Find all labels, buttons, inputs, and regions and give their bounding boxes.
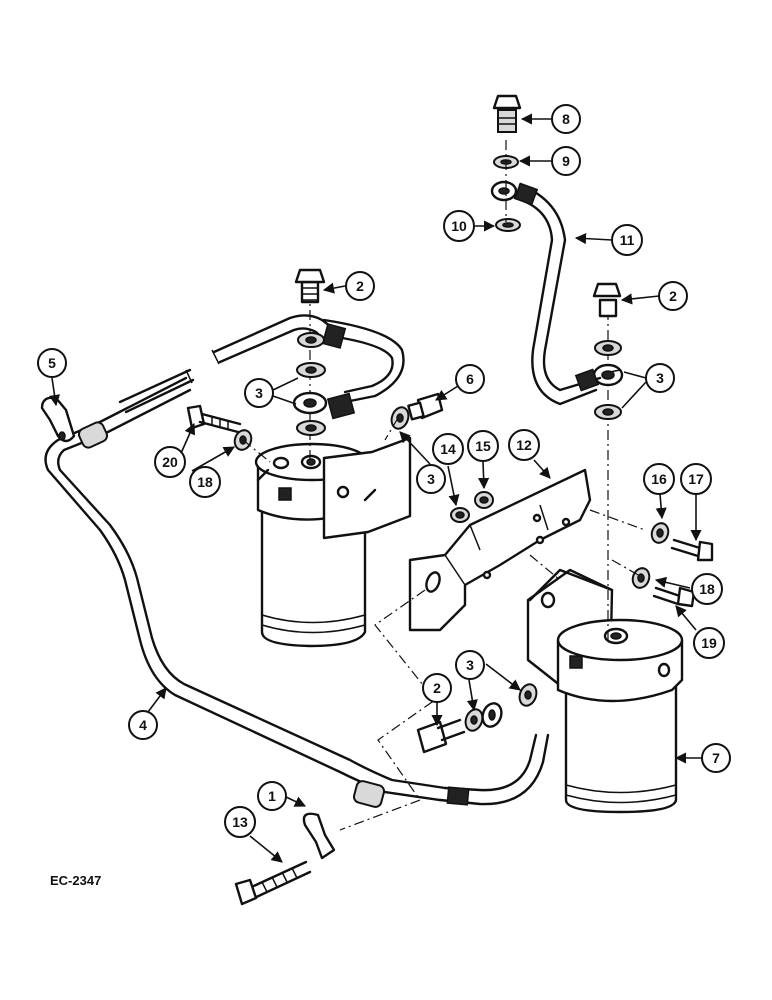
svg-text:20: 20 xyxy=(162,454,178,470)
svg-text:1: 1 xyxy=(268,788,276,804)
left-bolt-20 xyxy=(186,404,253,451)
plug-6 xyxy=(390,392,444,430)
callout-6: 6 xyxy=(455,364,485,394)
svg-text:19: 19 xyxy=(701,635,717,651)
callout-14: 14 xyxy=(432,433,464,465)
washers-14-15 xyxy=(450,491,494,523)
callout-2-lower: 2 xyxy=(422,673,452,703)
svg-text:15: 15 xyxy=(475,438,491,454)
svg-text:9: 9 xyxy=(562,153,570,169)
fuel-pipe xyxy=(44,376,550,808)
callout-2-left: 2 xyxy=(345,271,375,301)
callout-1: 1 xyxy=(257,781,287,811)
callout-3-left-port: 3 xyxy=(416,464,446,494)
pipe-clip-1 xyxy=(234,812,336,906)
svg-text:10: 10 xyxy=(451,218,467,234)
callout-3-right-stack: 3 xyxy=(645,363,675,393)
right-banjo-stack xyxy=(592,282,624,640)
callout-18-left: 18 xyxy=(189,466,221,498)
callout-7: 7 xyxy=(701,743,731,773)
right-bolts xyxy=(631,522,714,608)
callout-5: 5 xyxy=(37,348,67,378)
callout-3-lower: 3 xyxy=(455,650,485,680)
callout-10: 10 xyxy=(443,210,475,242)
left-filter-hose xyxy=(321,318,405,420)
callout-18-right: 18 xyxy=(691,573,723,605)
svg-text:17: 17 xyxy=(688,471,704,487)
right-filter-hose xyxy=(513,182,602,406)
callout-11: 11 xyxy=(611,224,643,256)
callout-4: 4 xyxy=(128,710,158,740)
callout-9: 9 xyxy=(551,146,581,176)
callout-8: 8 xyxy=(551,104,581,134)
svg-text:4: 4 xyxy=(139,717,147,733)
svg-text:2: 2 xyxy=(669,288,677,304)
callout-16: 16 xyxy=(643,463,675,495)
lower-banjo xyxy=(416,683,538,754)
svg-text:3: 3 xyxy=(255,385,263,401)
svg-text:12: 12 xyxy=(516,437,532,453)
svg-text:2: 2 xyxy=(433,680,441,696)
svg-text:13: 13 xyxy=(232,814,248,830)
svg-text:18: 18 xyxy=(197,474,213,490)
left-banjo-stack xyxy=(292,268,328,460)
svg-text:14: 14 xyxy=(440,441,456,457)
svg-text:8: 8 xyxy=(562,111,570,127)
svg-text:3: 3 xyxy=(466,657,474,673)
mounting-bracket xyxy=(408,468,592,632)
svg-text:7: 7 xyxy=(712,750,720,766)
svg-text:5: 5 xyxy=(48,355,56,371)
pipe-clip-5 xyxy=(40,396,76,443)
callout-15: 15 xyxy=(467,430,499,462)
svg-text:11: 11 xyxy=(620,232,635,248)
svg-text:3: 3 xyxy=(656,370,664,386)
callout-12: 12 xyxy=(508,429,540,461)
right-fuel-filter xyxy=(526,568,684,814)
callout-19: 19 xyxy=(693,627,725,659)
callout-13: 13 xyxy=(224,806,256,838)
svg-text:6: 6 xyxy=(466,371,474,387)
callout-3-left-stack: 3 xyxy=(244,378,274,408)
left-fuel-filter xyxy=(254,436,412,648)
svg-text:16: 16 xyxy=(651,471,667,487)
svg-text:18: 18 xyxy=(699,581,715,597)
drawing-reference: EC-2347 xyxy=(50,873,101,888)
svg-text:3: 3 xyxy=(427,471,435,487)
callout-17: 17 xyxy=(680,463,712,495)
callout-20: 20 xyxy=(154,446,186,478)
pipe-section-upper xyxy=(118,314,332,414)
assembly-lines xyxy=(242,140,646,831)
callout-2-right: 2 xyxy=(658,281,688,311)
svg-text:2: 2 xyxy=(356,278,364,294)
